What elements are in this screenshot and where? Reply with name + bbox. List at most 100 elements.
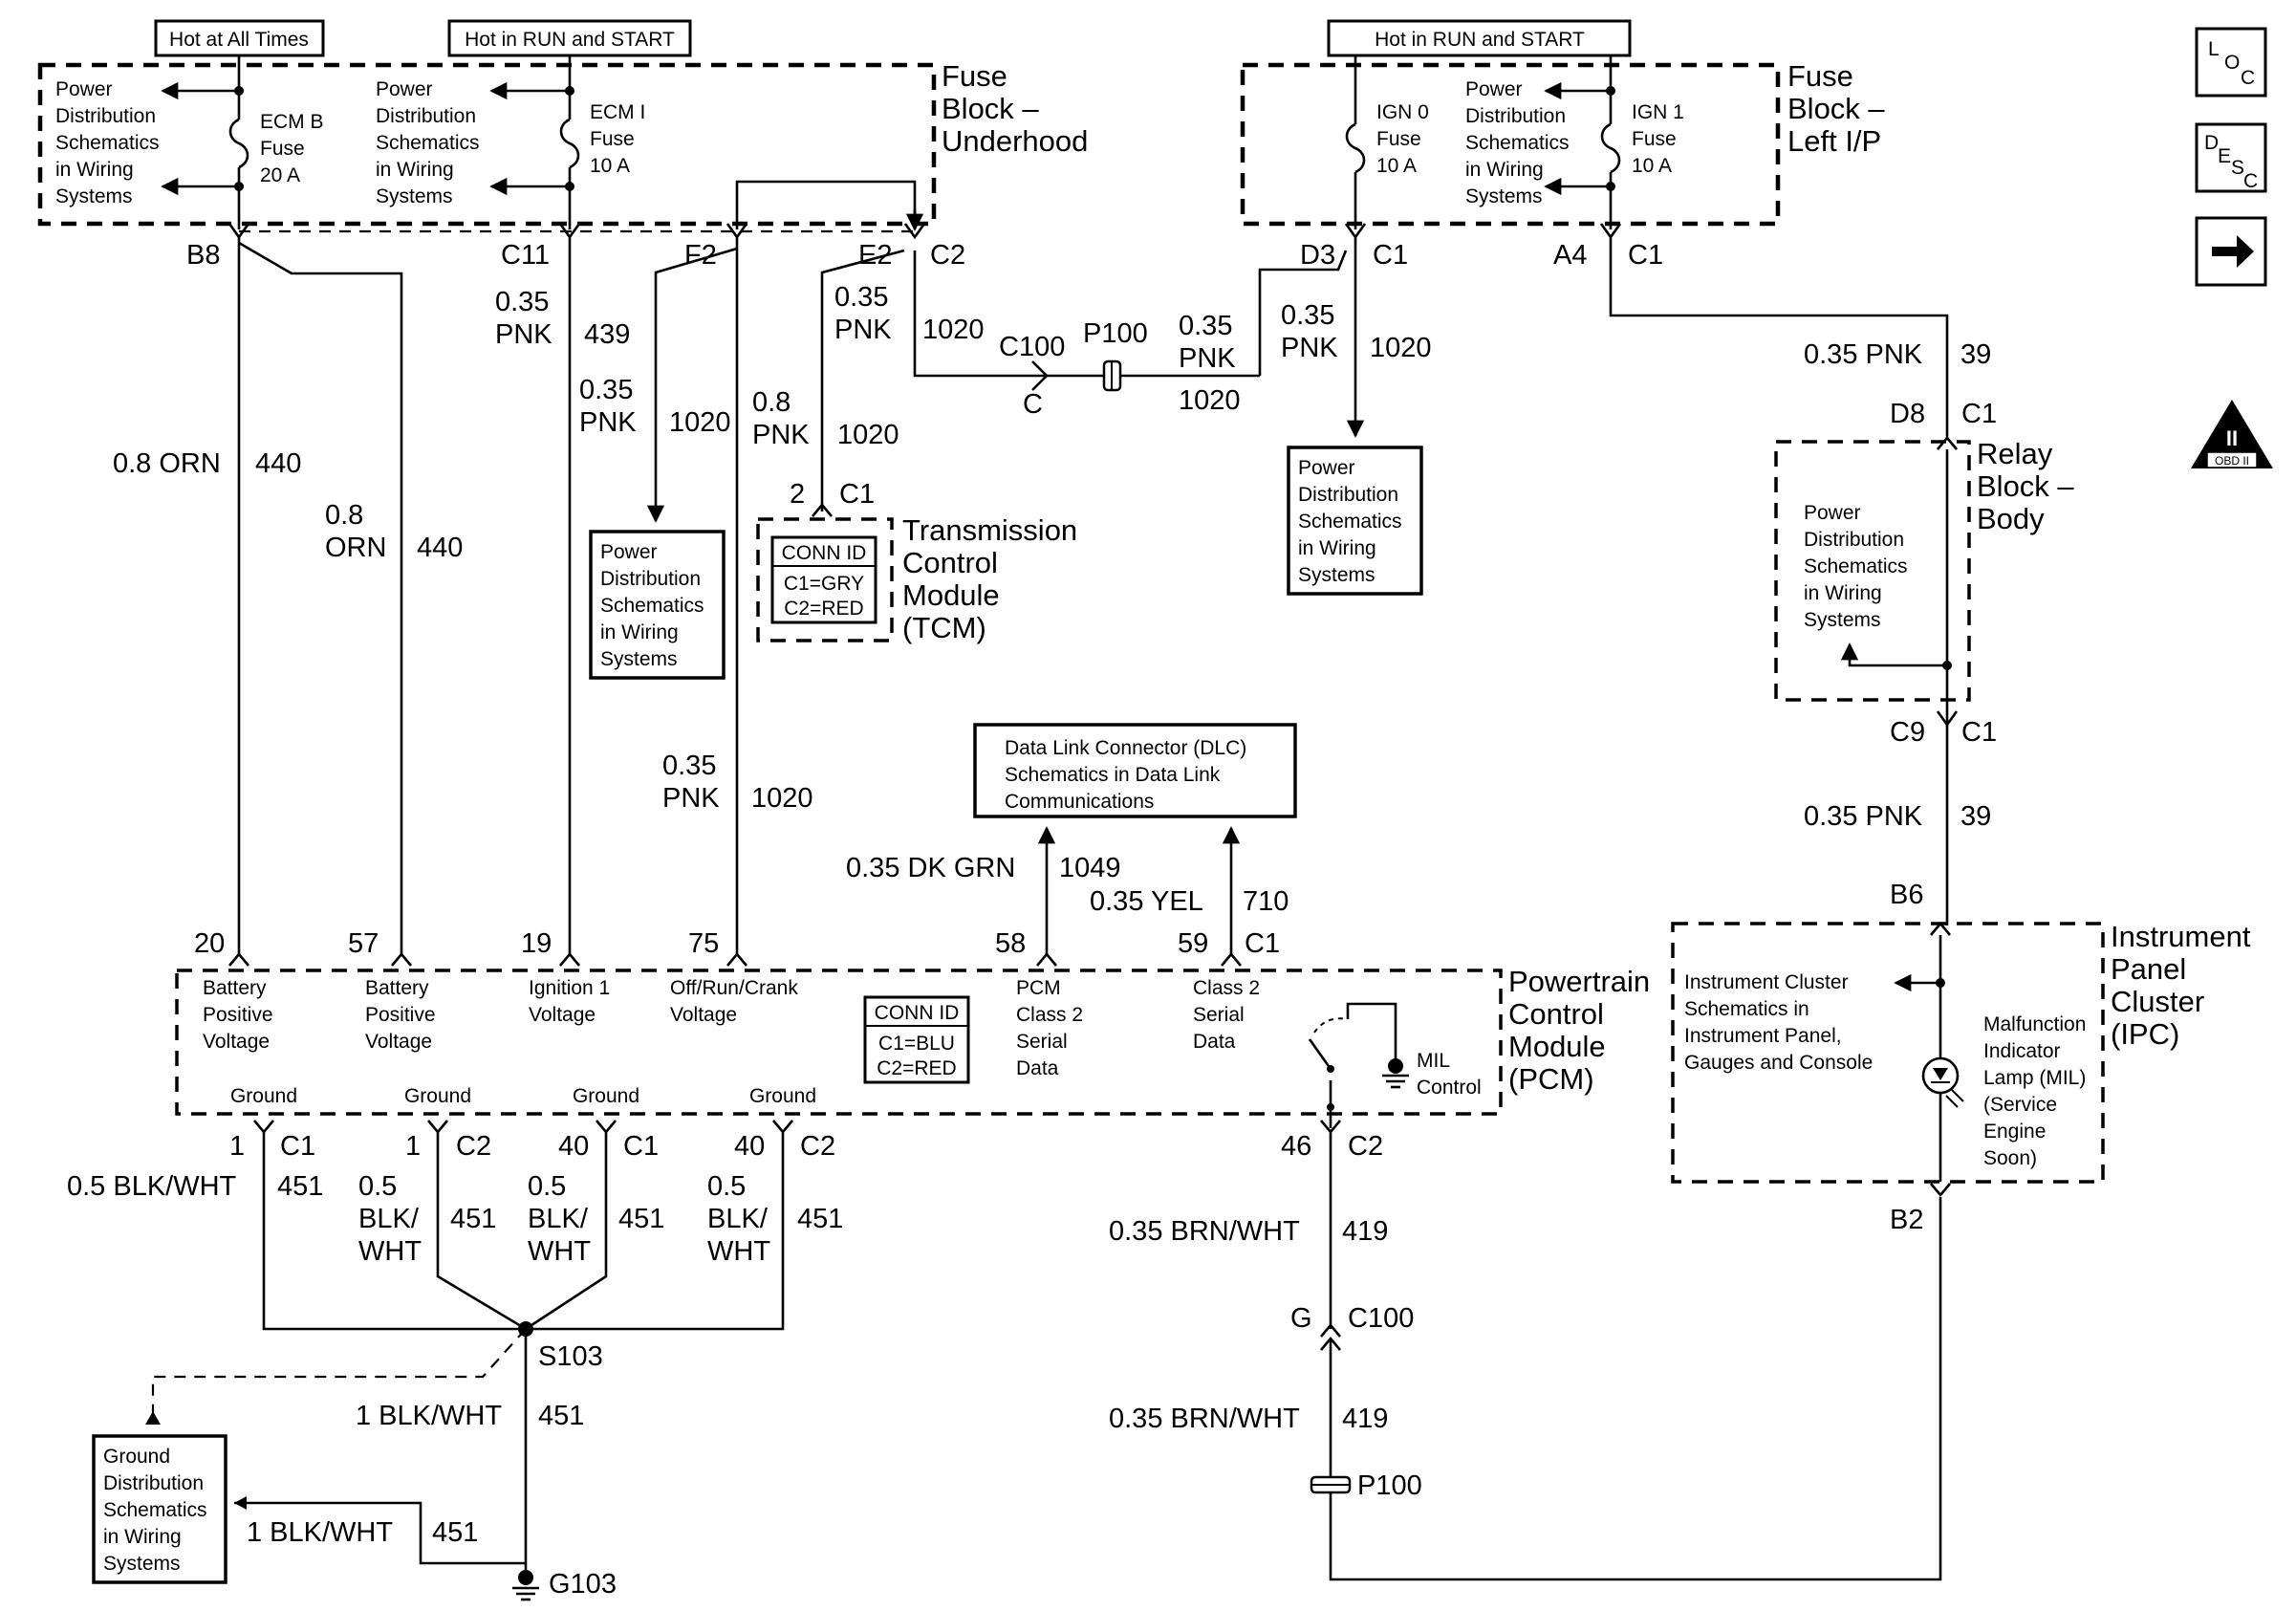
obd-ii-icon: OBD II II: [2191, 400, 2273, 468]
svg-text:451: 451: [277, 1171, 323, 1202]
svg-text:C1: C1: [1961, 399, 1997, 429]
location-icon[interactable]: L O C: [2195, 27, 2267, 98]
svg-text:S: S: [2231, 157, 2244, 179]
svg-text:Positive: Positive: [203, 1004, 273, 1026]
svg-text:Positive: Positive: [365, 1004, 436, 1026]
svg-text:A4: A4: [1553, 240, 1587, 271]
power-distribution-label-3: Power Distribution Schematics in Wiring …: [1465, 78, 1570, 207]
wire-439: 0.35 PNK 439: [495, 237, 630, 956]
pcm-conn-id: CONN ID C1=BLU C2=RED: [863, 995, 970, 1084]
svg-text:BLK/: BLK/: [528, 1204, 589, 1234]
svg-text:B8: B8: [186, 240, 220, 271]
svg-text:C2: C2: [1348, 1131, 1383, 1162]
mil-lamp-icon: [1921, 1056, 1964, 1108]
svg-text:Gauges and Console: Gauges and Console: [1684, 1052, 1873, 1074]
svg-text:Instrument Panel,: Instrument Panel,: [1684, 1025, 1842, 1047]
svg-text:PNK: PNK: [579, 407, 637, 438]
svg-text:10 A: 10 A: [1376, 155, 1417, 177]
svg-text:in Wiring: in Wiring: [55, 159, 134, 181]
svg-text:451: 451: [538, 1401, 584, 1431]
svg-text:0.35 YEL: 0.35 YEL: [1090, 886, 1203, 917]
svg-text:PNK: PNK: [752, 420, 810, 450]
svg-text:Voltage: Voltage: [203, 1031, 270, 1053]
svg-text:Cluster: Cluster: [2111, 985, 2204, 1018]
svg-text:D8: D8: [1890, 399, 1925, 429]
svg-text:Malfunction: Malfunction: [1983, 1013, 2086, 1035]
wire-1020-d3: 0.35 PNK 1020: [1281, 237, 1432, 438]
svg-text:PNK: PNK: [495, 319, 552, 350]
svg-text:Body: Body: [1977, 502, 2045, 535]
svg-text:0.35: 0.35: [495, 287, 549, 317]
svg-text:Schematics: Schematics: [1804, 555, 1908, 577]
svg-text:46: 46: [1281, 1131, 1311, 1162]
svg-text:in Wiring: in Wiring: [1465, 159, 1544, 181]
svg-text:BLK/: BLK/: [358, 1204, 420, 1234]
svg-text:Power: Power: [55, 78, 113, 100]
ground-distribution-box: Ground Distribution Schematics in Wiring…: [92, 1434, 227, 1584]
svg-text:1020: 1020: [669, 407, 731, 438]
svg-text:ECM B: ECM B: [260, 111, 324, 133]
svg-text:O: O: [2224, 52, 2240, 74]
svg-text:Relay: Relay: [1977, 437, 2053, 470]
svg-text:Distribution: Distribution: [55, 105, 156, 127]
wire-440: 0.8 ORN 440 0.8 ORN 440: [113, 237, 463, 956]
svg-text:WHT: WHT: [358, 1236, 422, 1267]
svg-text:Systems: Systems: [55, 185, 133, 207]
svg-text:0.35: 0.35: [579, 375, 633, 405]
svg-text:Distribution: Distribution: [600, 568, 701, 590]
svg-text:C100: C100: [999, 332, 1065, 362]
wire-39-top: 0.35 PNK 39: [1609, 237, 1991, 438]
svg-text:Fuse: Fuse: [260, 138, 305, 160]
svg-text:Schematics: Schematics: [600, 595, 704, 617]
svg-text:Schematics: Schematics: [376, 132, 480, 154]
svg-text:Left I/P: Left I/P: [1787, 124, 1881, 158]
svg-text:IGN 1: IGN 1: [1632, 101, 1684, 123]
svg-text:C1: C1: [1628, 240, 1663, 271]
svg-text:WHT: WHT: [528, 1236, 591, 1267]
svg-text:Battery: Battery: [203, 977, 267, 999]
svg-text:0.5: 0.5: [358, 1171, 397, 1202]
svg-text:419: 419: [1342, 1404, 1388, 1434]
svg-text:2: 2: [790, 479, 805, 510]
wire-451: 0.5 BLK/WHT 451 0.5 BLK/ WHT 451 0.5 BLK…: [67, 1132, 843, 1565]
svg-text:0.5: 0.5: [707, 1171, 746, 1202]
svg-text:20 A: 20 A: [260, 164, 300, 186]
wire-1049: 0.35 DK GRN 1049: [846, 826, 1121, 956]
svg-text:Control: Control: [1508, 997, 1604, 1031]
svg-text:Systems: Systems: [1465, 185, 1543, 207]
svg-text:Power: Power: [376, 78, 433, 100]
svg-text:1 BLK/WHT: 1 BLK/WHT: [356, 1401, 502, 1431]
svg-text:Power: Power: [1804, 502, 1861, 524]
svg-text:0.8 ORN: 0.8 ORN: [113, 448, 221, 479]
svg-text:L: L: [2208, 38, 2220, 60]
svg-text:in Wiring: in Wiring: [376, 159, 454, 181]
svg-text:D3: D3: [1300, 240, 1335, 271]
svg-text:Fuse: Fuse: [590, 128, 635, 150]
svg-text:20: 20: [194, 928, 225, 959]
power-distribution-box-2: Power Distribution Schematics in Wiring …: [1287, 446, 1423, 596]
ign-0-fuse-label: IGN 0 Fuse 10 A: [1376, 101, 1429, 177]
left-ip-connector-pins: D3 C1 A4 C1: [1300, 223, 1663, 271]
svg-text:440: 440: [255, 448, 301, 479]
svg-text:OBD II: OBD II: [2215, 454, 2249, 468]
svg-text:Distribution: Distribution: [103, 1472, 204, 1494]
wire-419: 0.35 BRN/WHT 419 G C100 0.35 BRN/WHT 419…: [1109, 1132, 1942, 1581]
svg-text:Power: Power: [1298, 457, 1355, 479]
header-hot-in-run-and-start-1: Hot in RUN and START: [447, 19, 692, 65]
svg-text:MIL: MIL: [1417, 1050, 1450, 1072]
svg-text:Block –: Block –: [1977, 469, 2074, 503]
svg-text:Schematics: Schematics: [1298, 511, 1402, 533]
svg-text:0.35 BRN/WHT: 0.35 BRN/WHT: [1109, 1216, 1300, 1247]
svg-text:39: 39: [1960, 339, 1991, 370]
svg-text:0.35: 0.35: [662, 751, 716, 781]
svg-text:57: 57: [348, 928, 379, 959]
next-page-arrow-icon[interactable]: [2195, 216, 2267, 287]
svg-text:C1=BLU: C1=BLU: [878, 1033, 955, 1055]
svg-text:ORN: ORN: [325, 533, 386, 563]
svg-text:10 A: 10 A: [1632, 155, 1672, 177]
svg-text:10 A: 10 A: [590, 155, 630, 177]
svg-text:39: 39: [1960, 801, 1991, 832]
svg-text:Soon): Soon): [1983, 1147, 2037, 1169]
svg-text:1: 1: [405, 1131, 421, 1162]
description-icon[interactable]: D E S C: [2195, 122, 2267, 193]
